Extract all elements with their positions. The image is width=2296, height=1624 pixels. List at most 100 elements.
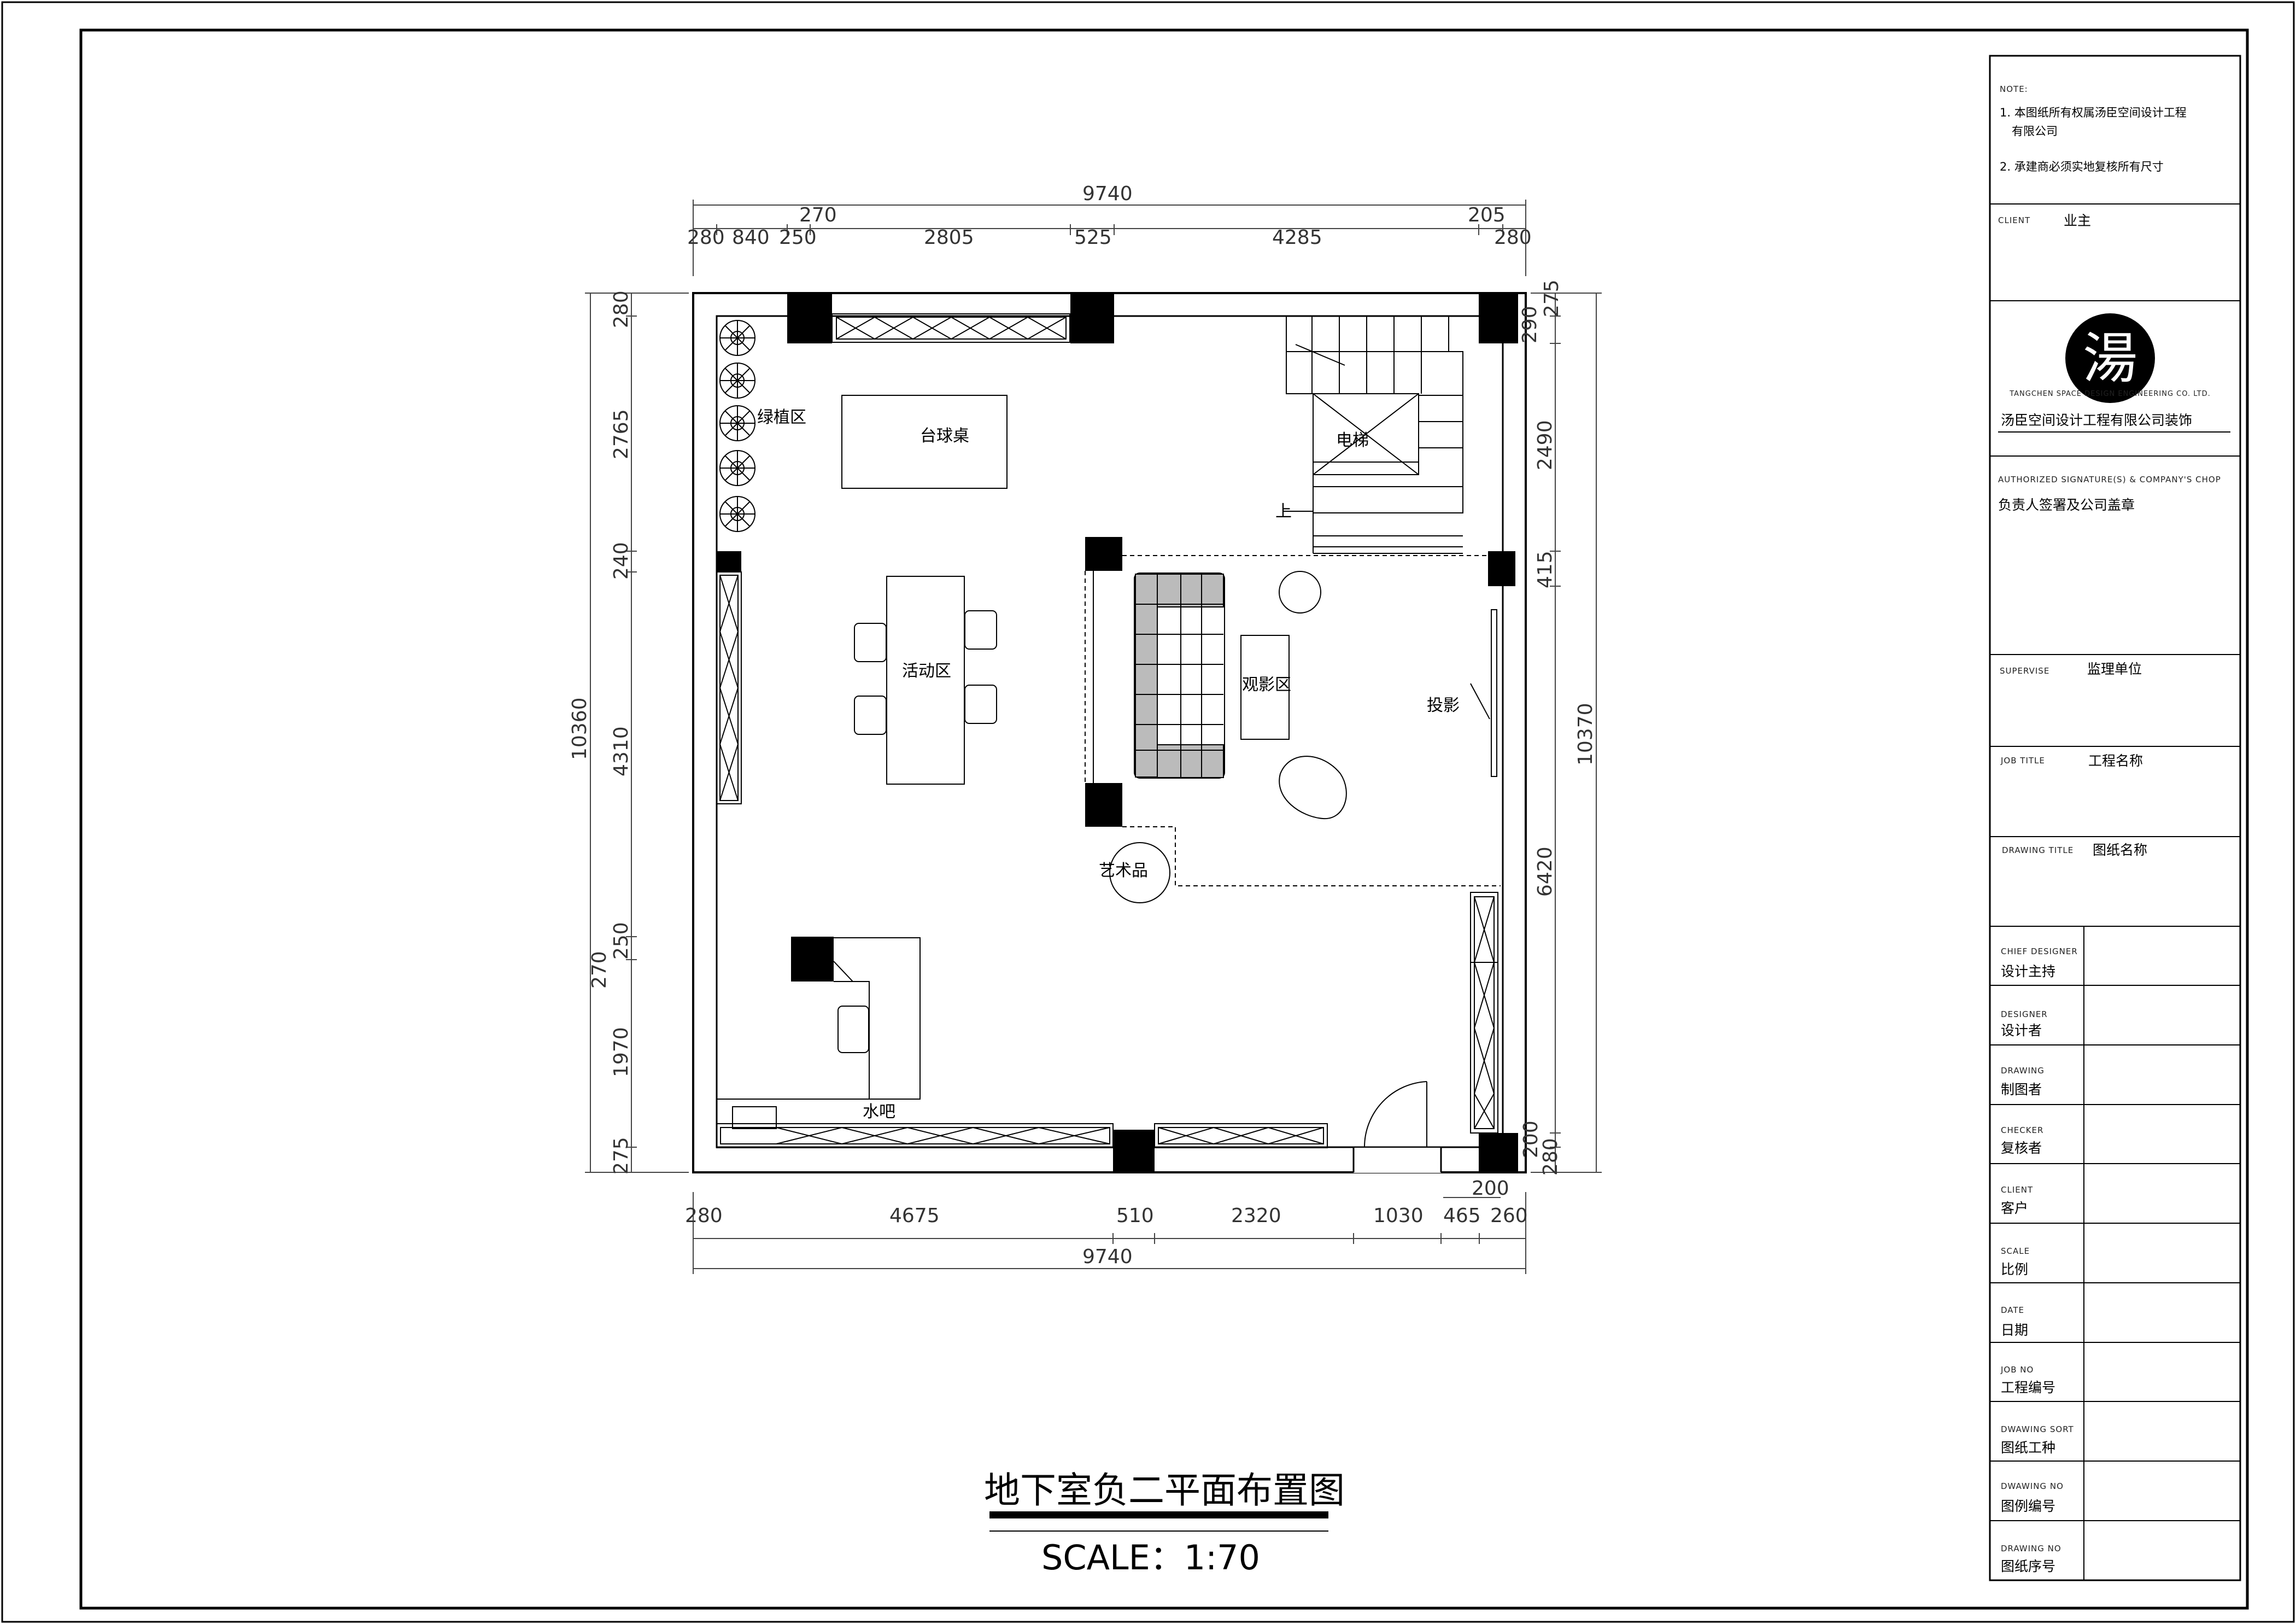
dim-top: 280 bbox=[687, 226, 725, 249]
company-en: TANGCHEN SPACE DESIGN ENGINEERING CO. LT… bbox=[2009, 390, 2211, 398]
row-en: DATE bbox=[2001, 1305, 2024, 1315]
dim-bottom: 510 bbox=[1116, 1205, 1154, 1227]
dim-bottom-small: 200 bbox=[1472, 1177, 1509, 1200]
dim-top-total: 9740 bbox=[1082, 183, 1133, 205]
row-en: CHECKER bbox=[2001, 1125, 2043, 1135]
dim-bottom-total: 9740 bbox=[1082, 1246, 1133, 1268]
dim-left: 4310 bbox=[610, 726, 632, 776]
sofa bbox=[1134, 571, 1347, 820]
column bbox=[1085, 783, 1122, 827]
label-green: 绿植区 bbox=[757, 408, 806, 427]
note-1: 1. 本图纸所有权属汤臣空间设计工程 bbox=[2000, 106, 2187, 119]
company-cn: 汤臣空间设计工程有限公司装饰 bbox=[2001, 412, 2192, 428]
dimension-text-left: 10360 280 2765 240 4310 250 270 1970 275 bbox=[569, 290, 632, 1175]
note-heading: NOTE: bbox=[2000, 84, 2028, 94]
dim-bottom: 4675 bbox=[889, 1205, 940, 1227]
label-billiard: 台球桌 bbox=[920, 427, 969, 446]
inner-border bbox=[79, 28, 2249, 1610]
dim-top: 840 bbox=[732, 226, 770, 249]
column bbox=[1488, 551, 1515, 586]
row-cn: 客户 bbox=[2001, 1200, 2028, 1216]
row-en: DRAWING bbox=[2001, 1066, 2045, 1076]
dim-right: 280 bbox=[1539, 1138, 1562, 1176]
dim-top-small: 205 bbox=[1468, 204, 1506, 226]
row-cn: 图纸工种 bbox=[2001, 1440, 2055, 1456]
dim-left: 250 bbox=[610, 922, 632, 960]
column bbox=[1479, 293, 1518, 343]
title-block-text: NOTE: 1. 本图纸所有权属汤臣空间设计工程 有限公司 2. 承建商必须实地… bbox=[1998, 84, 2221, 1574]
row-cn: 工程编号 bbox=[2001, 1380, 2055, 1395]
row-en: SCALE bbox=[2001, 1246, 2030, 1256]
structural-columns bbox=[717, 293, 1518, 1172]
row-cn: 设计主持 bbox=[2001, 963, 2055, 979]
label-elevator: 电梯 bbox=[1336, 431, 1369, 450]
job-title-cn: 工程名称 bbox=[2088, 753, 2143, 769]
company-logo-seal bbox=[2065, 313, 2155, 403]
label-up: 上 bbox=[1275, 502, 1292, 521]
scale-label: SCALE：1:70 bbox=[1041, 1538, 1260, 1578]
dim-right: 290 bbox=[1519, 306, 1541, 343]
dim-bottom: 1030 bbox=[1373, 1205, 1424, 1227]
activity-table bbox=[854, 576, 997, 785]
job-title-en: JOB TITLE bbox=[2000, 756, 2045, 766]
drawing-title-en: DRAWING TITLE bbox=[2002, 845, 2074, 855]
note-2: 2. 承建商必须实地复核所有尺寸 bbox=[2000, 160, 2164, 173]
column bbox=[717, 551, 741, 572]
outer-wall bbox=[692, 292, 1527, 1173]
dimension-text-right: 10370 275 290 2490 415 6420 200 280 bbox=[1519, 279, 1597, 1176]
dimension-lines bbox=[585, 200, 1602, 1274]
dim-bottom: 2320 bbox=[1231, 1205, 1281, 1227]
dim-bottom: 280 bbox=[685, 1205, 723, 1227]
dim-right: 415 bbox=[1534, 551, 1556, 588]
staircase bbox=[1284, 316, 1463, 554]
water-bar bbox=[717, 937, 921, 1100]
row-cn: 设计者 bbox=[2001, 1023, 2042, 1038]
label-projection: 投影 bbox=[1427, 696, 1460, 715]
row-cn: 日期 bbox=[2001, 1322, 2028, 1338]
supervise-en: SUPERVISE bbox=[2000, 666, 2049, 676]
auth-cn: 负责人签署及公司盖章 bbox=[1998, 497, 2135, 513]
dim-top: 525 bbox=[1074, 226, 1112, 249]
dim-right: 275 bbox=[1541, 279, 1563, 317]
row-cn: 图纸序号 bbox=[2001, 1558, 2055, 1574]
dim-top: 4285 bbox=[1272, 226, 1322, 249]
dim-left-small: 270 bbox=[588, 951, 611, 989]
title-underline-thick bbox=[989, 1511, 1328, 1518]
column bbox=[1085, 537, 1122, 571]
drawing-title: 地下室负二平面布置图 bbox=[984, 1469, 1345, 1511]
title-block bbox=[1989, 55, 2241, 1581]
column bbox=[787, 293, 832, 343]
theater-zone bbox=[1085, 555, 1501, 903]
inner-wall bbox=[716, 315, 1504, 1148]
row-cn: 图例编号 bbox=[2001, 1498, 2055, 1514]
dimension-text: 9740 270 205 280 840 250 2805 525 4285 2… bbox=[685, 183, 1532, 1268]
row-en: CLIENT bbox=[2001, 1185, 2033, 1195]
dim-left: 275 bbox=[610, 1137, 632, 1175]
bottom-cabinet bbox=[716, 1106, 1328, 1148]
dim-top-small: 270 bbox=[799, 204, 837, 226]
dim-top: 280 bbox=[1494, 226, 1532, 249]
label-bar: 水吧 bbox=[863, 1102, 895, 1121]
billiard-table bbox=[841, 395, 1008, 489]
lounge-chair bbox=[1279, 756, 1347, 820]
column bbox=[791, 937, 834, 982]
client-en: CLIENT bbox=[1998, 215, 2030, 225]
dim-right: 2490 bbox=[1534, 420, 1556, 470]
label-theater: 观影区 bbox=[1242, 675, 1291, 694]
art-pedestal bbox=[1109, 842, 1170, 903]
column bbox=[1113, 1130, 1155, 1172]
row-en: DESIGNER bbox=[2001, 1009, 2048, 1019]
dim-left: 1970 bbox=[610, 1027, 632, 1077]
note-1b: 有限公司 bbox=[2012, 125, 2058, 138]
client-cn: 业主 bbox=[2064, 213, 2091, 229]
dim-top: 2805 bbox=[924, 226, 974, 249]
floor-plan bbox=[692, 292, 1527, 1173]
row-en: JOB NO bbox=[2000, 1365, 2034, 1375]
label-activity: 活动区 bbox=[902, 662, 951, 681]
column bbox=[1479, 1133, 1518, 1172]
dim-right-total: 10370 bbox=[1574, 703, 1597, 766]
auth-en: AUTHORIZED SIGNATURE(S) & COMPANY'S CHOP bbox=[1998, 475, 2221, 484]
planter-plants bbox=[719, 320, 755, 532]
